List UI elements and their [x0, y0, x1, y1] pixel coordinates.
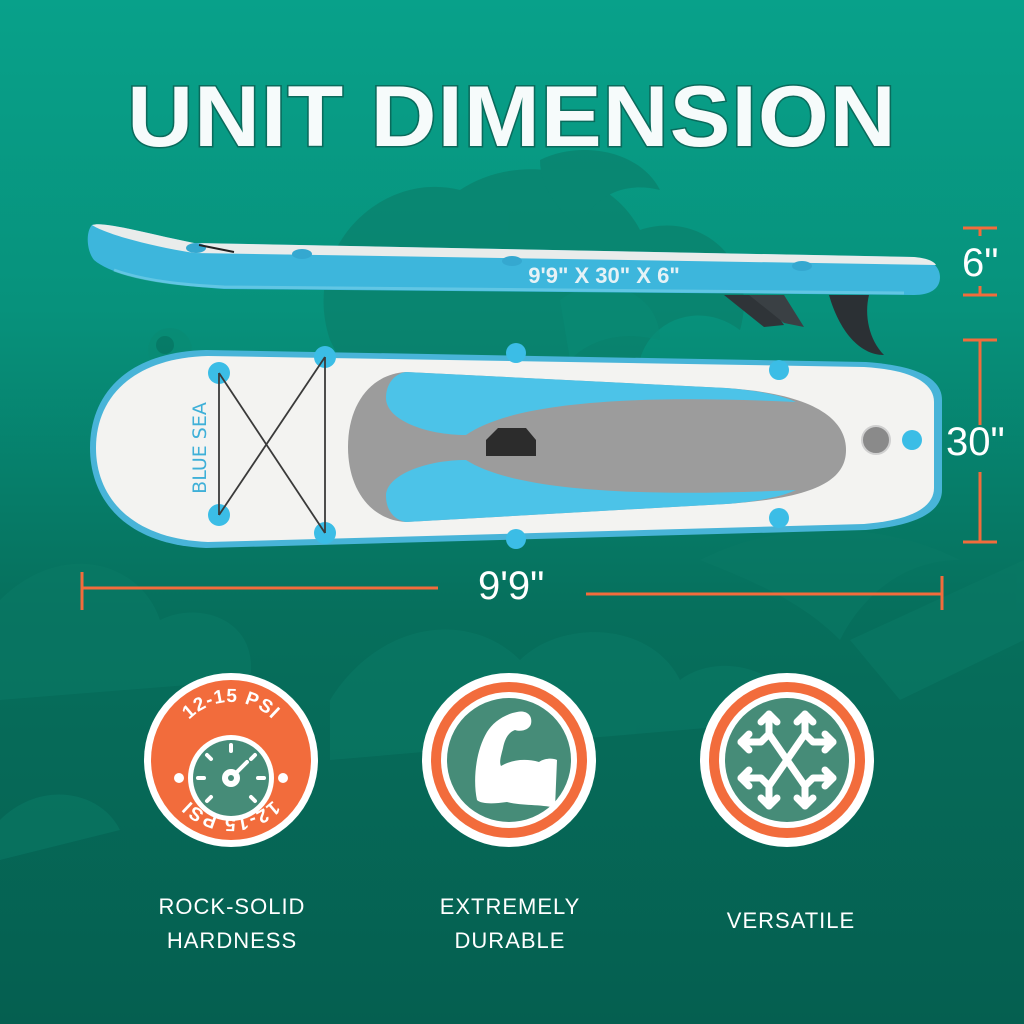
pressure-badge: 12-15 PSI 12-15 PSI — [144, 673, 318, 847]
brand-logo-text: BLUE SEA — [189, 402, 211, 494]
flexed-bicep-icon — [475, 711, 557, 808]
versatile-badge — [700, 673, 874, 847]
carry-handle — [486, 428, 536, 456]
board-side-view: 9'9" X 30" X 6" — [87, 224, 940, 355]
width-dimension-marker — [963, 338, 997, 544]
multi-direction-arrows-icon — [737, 710, 837, 810]
feature-label-hardness: ROCK-SOLID HARDNESS — [112, 890, 352, 958]
page-title: UNIT DIMENSION — [126, 68, 898, 167]
length-dimension-marker — [80, 572, 944, 610]
air-valve — [861, 425, 891, 455]
center-fin — [829, 295, 884, 355]
side-fin-small-2 — [749, 295, 804, 327]
feature-label-line: HARDNESS — [166, 928, 298, 953]
feature-label-line: DURABLE — [454, 928, 566, 953]
thickness-label: 6" — [962, 241, 999, 285]
feature-label-line: VERSATILE — [726, 908, 856, 933]
thickness-dimension-marker — [963, 226, 997, 297]
side-print-text: 9'9" X 30" X 6" — [528, 263, 680, 288]
board-top-view: BLUE SEA — [90, 343, 942, 549]
feature-label-line: ROCK-SOLID — [158, 894, 306, 919]
length-label: 9'9" — [478, 564, 545, 608]
width-label: 30" — [946, 420, 1005, 464]
durable-badge — [422, 673, 596, 847]
feature-label-versatile: VERSATILE — [671, 904, 911, 938]
pressure-gauge-icon — [188, 735, 274, 821]
feature-label-line: EXTREMELY — [439, 894, 581, 919]
feature-label-durable: EXTREMELY DURABLE — [390, 890, 630, 958]
